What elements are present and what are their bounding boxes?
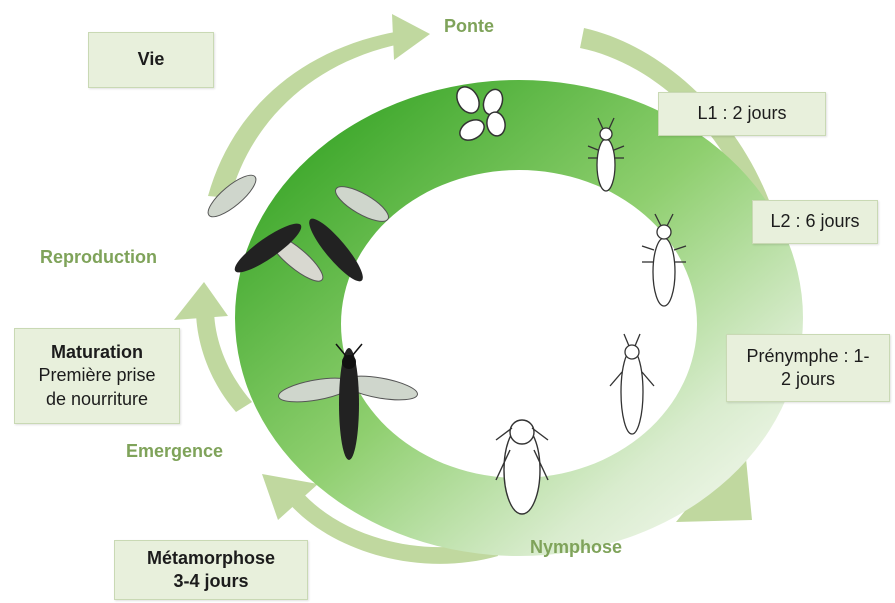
- box-vie-text: Vie: [138, 48, 165, 71]
- box-l2-text: L2 : 6 jours: [770, 210, 859, 233]
- box-maturation-line2: Première prise: [38, 364, 155, 387]
- box-prenymphe: Prénymphe : 1- 2 jours: [726, 334, 890, 402]
- box-l1-text: L1 : 2 jours: [697, 102, 786, 125]
- box-prenymphe-line1: Prénymphe : 1-: [746, 345, 869, 368]
- prenymph-illustration: [610, 334, 654, 434]
- stage-label-reproduction: Reproduction: [40, 247, 157, 268]
- box-metamorphose-line2: 3-4 jours: [173, 570, 248, 593]
- box-l1: L1 : 2 jours: [658, 92, 826, 136]
- box-metamorphose: Métamorphose 3-4 jours: [114, 540, 308, 600]
- arrow-top-left-head: [392, 14, 430, 60]
- stage-label-emergence: Emergence: [126, 441, 223, 462]
- arrow-left-head: [174, 282, 228, 320]
- box-maturation-title: Maturation: [51, 341, 143, 364]
- box-metamorphose-line1: Métamorphose: [147, 547, 275, 570]
- stage-label-ponte: Ponte: [444, 16, 494, 37]
- box-maturation-line3: de nourriture: [46, 388, 148, 411]
- box-maturation: Maturation Première prise de nourriture: [14, 328, 180, 424]
- box-l2: L2 : 6 jours: [752, 200, 878, 244]
- box-vie: Vie: [88, 32, 214, 88]
- box-prenymphe-line2: 2 jours: [781, 368, 835, 391]
- stage-label-nymphose: Nymphose: [530, 537, 622, 558]
